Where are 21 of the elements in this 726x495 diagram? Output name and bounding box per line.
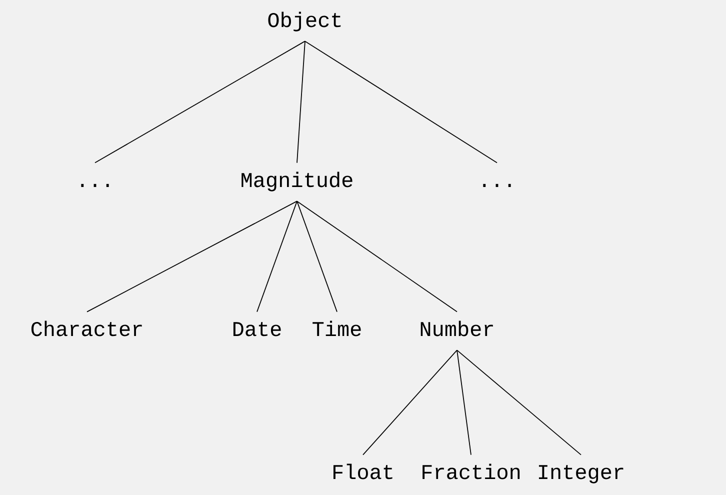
tree-line bbox=[296, 200, 458, 312]
class-label: Time bbox=[312, 320, 361, 336]
class-label: ... bbox=[81, 184, 109, 187]
tree-line bbox=[304, 40, 498, 164]
tree-line bbox=[456, 350, 472, 456]
tree-line bbox=[256, 200, 298, 312]
class-label: Fraction bbox=[422, 464, 520, 480]
class-label: Date bbox=[233, 322, 281, 336]
tree-line bbox=[362, 350, 458, 456]
class-label: Magnitude bbox=[242, 172, 352, 192]
tree-line bbox=[94, 40, 306, 164]
tree-line bbox=[86, 200, 298, 312]
tree-line bbox=[296, 200, 338, 312]
tree-line bbox=[296, 40, 306, 164]
class-label: Integer bbox=[538, 465, 624, 484]
class-label: Number bbox=[420, 320, 493, 336]
class-label: Float bbox=[334, 464, 392, 480]
class-label: ... bbox=[483, 184, 511, 187]
class-label: Object bbox=[268, 12, 341, 32]
class-label: Character bbox=[31, 320, 142, 336]
tree-line bbox=[456, 350, 582, 456]
